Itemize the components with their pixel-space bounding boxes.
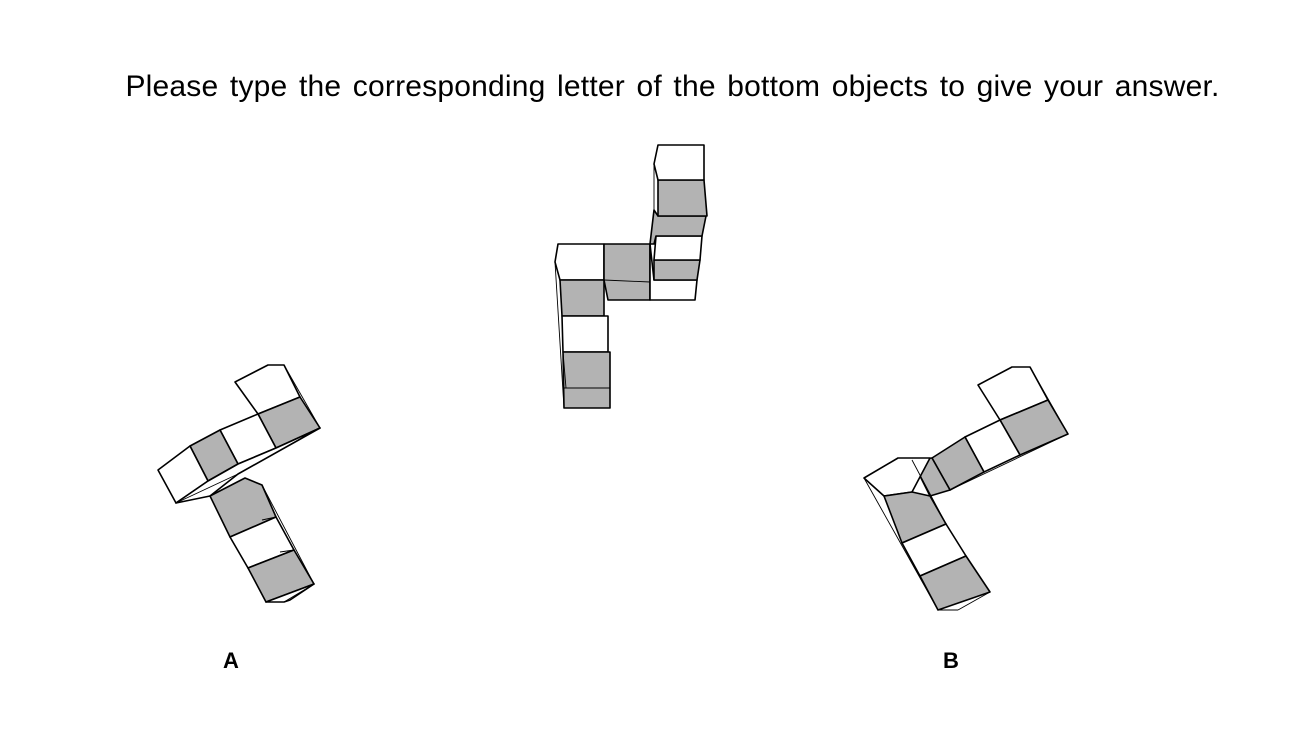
- option-a-label: A: [223, 648, 239, 673]
- instruction-text: Please type the corresponding letter of …: [125, 70, 1220, 103]
- option-b-label: B: [943, 648, 959, 673]
